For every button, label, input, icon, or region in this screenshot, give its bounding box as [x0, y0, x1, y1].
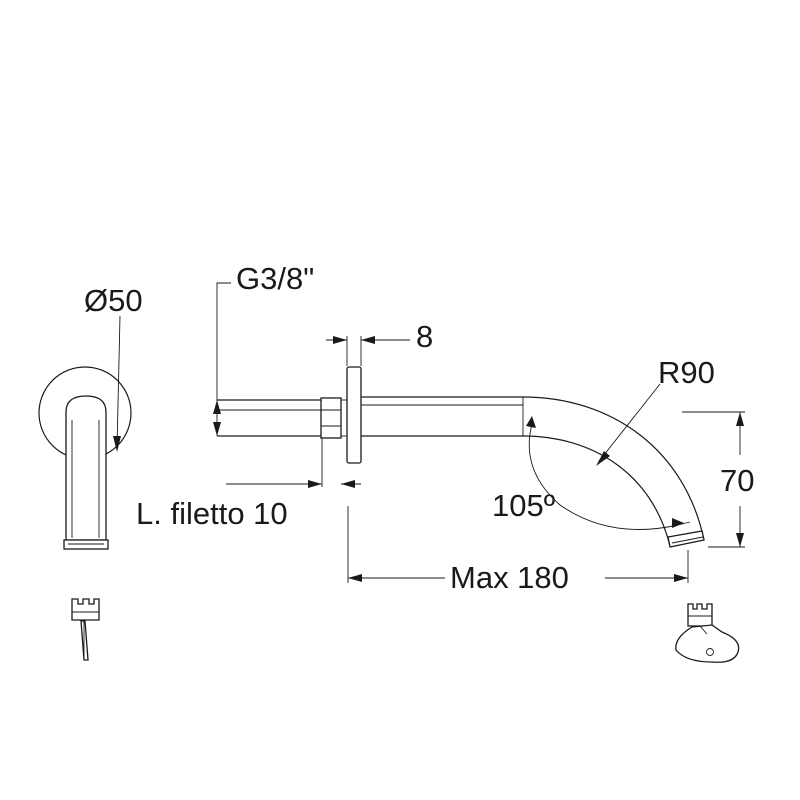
front-aerator [63, 539, 109, 550]
angle-label: 105º [492, 488, 555, 523]
thread-nut [320, 397, 342, 439]
aerator-key-small [71, 598, 100, 661]
front-view [38, 315, 132, 550]
spout-outer-edge [361, 396, 705, 541]
diameter-leader [116, 315, 121, 449]
flange-thickness-label: 8 [416, 319, 433, 354]
front-spout-body [65, 395, 107, 541]
thread-label: G3/8" [236, 261, 314, 296]
diameter-label: Ø50 [84, 283, 143, 318]
max-length-label: Max 180 [450, 560, 569, 595]
radius-leader [599, 383, 661, 461]
height-label: 70 [720, 463, 754, 498]
angle-arc [528, 423, 679, 530]
spout-inner-edge [361, 435, 671, 547]
spout-outlet [667, 530, 705, 548]
thread-leader [216, 282, 231, 436]
spout-side-view [361, 396, 705, 548]
aerator-key-large [675, 603, 740, 663]
thread-length-label: L. filetto 10 [136, 496, 288, 531]
wall-flange [346, 366, 362, 464]
radius-label: R90 [658, 355, 715, 390]
threaded-pipe [217, 399, 322, 437]
